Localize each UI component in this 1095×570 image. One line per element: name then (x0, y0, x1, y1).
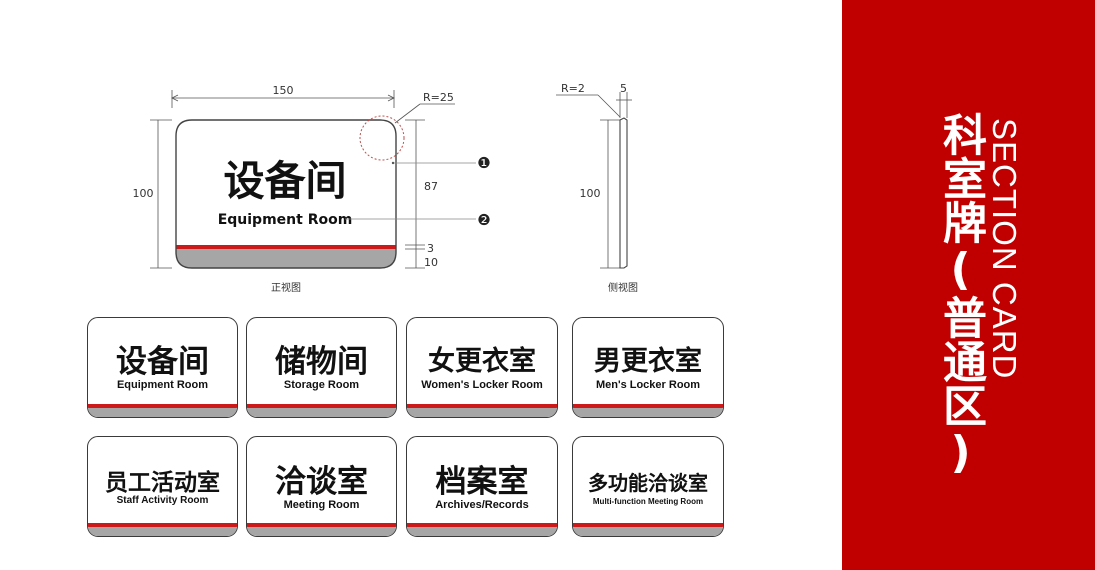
sign-title: 储物间 (275, 344, 368, 380)
sign-card-womens-locker-room: 女更衣室 Women's Locker Room (406, 317, 558, 418)
sign-subtitle: Staff Activity Room (116, 495, 209, 506)
panel-title-chinese: 科室牌(普通区) (935, 112, 986, 478)
front-sign-title: 设备间 (224, 157, 347, 205)
sign-card-multi-function-meeting-room: 多功能洽谈室 Multi-function Meeting Room (572, 436, 724, 537)
inner-height-dimension (405, 119, 425, 269)
callout-1-marker: ❶ (477, 154, 490, 172)
base-height-label: 10 (424, 256, 438, 269)
corner-radius-label: R=25 (423, 91, 454, 104)
inner-height-label: 87 (424, 180, 438, 193)
sign-red-stripe (573, 523, 723, 527)
front-view-label: 正视图 (271, 281, 301, 294)
sign-grey-base (573, 408, 723, 417)
section-title-panel (842, 0, 1095, 570)
sign-card-mens-locker-room: 男更衣室 Men's Locker Room (572, 317, 724, 418)
sign-grey-base (88, 527, 237, 536)
sign-subtitle: Men's Locker Room (595, 379, 701, 391)
side-height-label: 100 (580, 187, 601, 200)
corner-radius-marker (359, 115, 405, 161)
height-label: 100 (133, 187, 154, 200)
sign-grey-base (407, 408, 557, 417)
sign-card-archives-records: 档案室 Archives/Records (406, 436, 558, 537)
side-view-label: 侧视图 (608, 281, 638, 294)
sign-title: 设备间 (116, 344, 209, 380)
width-label: 150 (273, 84, 294, 97)
sign-card-meeting-room: 洽谈室 Meeting Room (246, 436, 397, 537)
sign-title: 洽谈室 (275, 464, 368, 500)
side-view (556, 92, 632, 269)
sign-subtitle: Equipment Room (116, 379, 209, 391)
panel-title-english: SECTION CARD (986, 118, 1023, 380)
width-dimension (171, 90, 395, 108)
sign-red-stripe (88, 404, 237, 408)
sign-red-stripe (247, 404, 396, 408)
sign-grey-base (88, 408, 237, 417)
sign-grey-base (247, 408, 396, 417)
height-dimension (150, 119, 172, 269)
sign-red-stripe (573, 404, 723, 408)
sign-red-stripe (407, 404, 557, 408)
sign-subtitle: Archives/Records (435, 499, 529, 511)
sign-title: 多功能洽谈室 (588, 471, 708, 495)
sign-card-equipment-room: 设备间 Equipment Room (87, 317, 238, 418)
sign-subtitle: Storage Room (283, 379, 360, 391)
sign-subtitle: Women's Locker Room (421, 379, 543, 391)
callout-1-dot (391, 161, 395, 165)
sign-title: 员工活动室 (105, 470, 220, 496)
sign-title: 女更衣室 (428, 346, 536, 377)
sign-card-staff-activity-room: 员工活动室 Staff Activity Room (87, 436, 238, 537)
sign-red-stripe (247, 523, 396, 527)
sign-red-stripe (407, 523, 557, 527)
side-radius-label: R=2 (561, 82, 585, 95)
callout-2-marker: ❷ (477, 211, 490, 229)
sign-card-storage-room: 储物间 Storage Room (246, 317, 397, 418)
sign-subtitle: Multi-function Meeting Room (592, 497, 704, 506)
sign-title: 男更衣室 (594, 346, 702, 377)
sign-red-stripe (88, 523, 237, 527)
sign-subtitle: Meeting Room (283, 499, 360, 511)
sign-grey-base (407, 527, 557, 536)
side-thickness-label: 5 (620, 82, 627, 95)
sign-grey-base (247, 527, 396, 536)
technical-drawing: 150 100 设备间 Equipment Room R=25 87 3 10 … (133, 82, 639, 294)
sign-title: 档案室 (435, 464, 529, 500)
radius-leader (394, 103, 421, 124)
front-view-sign (175, 119, 397, 269)
front-sign-subtitle: Equipment Room (218, 212, 353, 228)
side-view-profile (619, 117, 628, 269)
stripe-height-label: 3 (427, 242, 434, 255)
sign-grey-base (573, 527, 723, 536)
